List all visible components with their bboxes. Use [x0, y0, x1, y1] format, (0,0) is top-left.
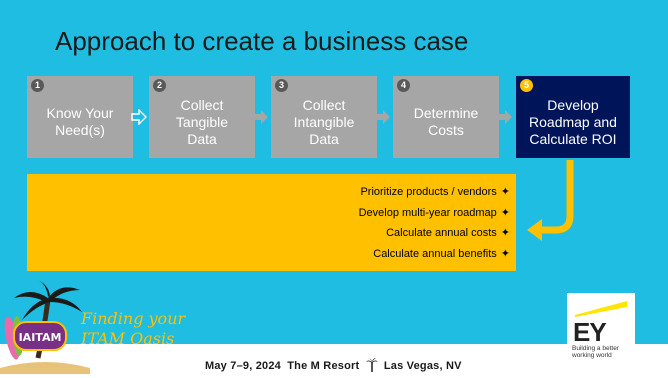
conference-tagline: Finding your ITAM Oasis [81, 309, 186, 348]
sparkle-icon: ✦ [500, 227, 510, 239]
ey-beam-icon [575, 301, 627, 317]
bullet-item: Develop multi-year roadmap✦ [359, 203, 510, 224]
step-label: Collect Intangible Data [293, 96, 355, 147]
bullet-text: Calculate annual benefits [373, 247, 497, 260]
slide-title: Approach to create a business case [55, 26, 469, 56]
ey-tagline: Building a better working world [572, 345, 619, 359]
step-5: 5 Develop Roadmap and Calculate ROI [516, 76, 630, 158]
step-number-badge: 3 [275, 79, 288, 92]
footer-info: May 7–9, 2024 The M Resort Las Vegas, NV [205, 358, 465, 372]
details-panel: Prioritize products / vendors✦ Develop m… [27, 174, 516, 271]
step-4: 4 Determine Costs [393, 76, 499, 158]
bullet-text: Calculate annual costs [386, 227, 497, 239]
sparkle-icon: ✦ [500, 186, 510, 198]
step-1: 1 Know Your Need(s) [27, 76, 133, 158]
arrow-right-icon [498, 110, 512, 124]
iaitam-logo: IAITAM [0, 280, 90, 374]
step-label: Develop Roadmap and Calculate ROI [529, 96, 617, 147]
step-3: 3 Collect Intangible Data [271, 76, 377, 158]
footer-location: Las Vegas, NV [383, 360, 462, 372]
step-number-badge: 1 [31, 79, 44, 92]
bullet-list: Prioritize products / vendors✦ Develop m… [359, 182, 510, 264]
bent-arrow-icon [527, 160, 574, 241]
arrow-right-icon [254, 110, 268, 124]
bullet-text: Develop multi-year roadmap [358, 206, 497, 219]
ey-letters: EY [573, 317, 607, 347]
step-number-badge: 5 [520, 79, 533, 92]
footer-dates: May 7–9, 2024 [205, 360, 281, 372]
bullet-text: Prioritize products / vendors [360, 186, 497, 198]
footer-strip [0, 344, 668, 378]
bullet-item: Calculate annual costs✦ [359, 223, 510, 244]
bullet-item: Calculate annual benefits✦ [359, 244, 510, 265]
step-number-badge: 4 [397, 79, 410, 92]
sparkle-icon: ✦ [500, 206, 510, 219]
step-label: Collect Tangible Data [175, 96, 229, 147]
arrow-right-outline-icon [131, 109, 147, 125]
step-2: 2 Collect Tangible Data [149, 76, 255, 158]
step-number-badge: 2 [153, 79, 166, 92]
step-label: Know Your Need(s) [46, 105, 114, 138]
bullet-item: Prioritize products / vendors✦ [359, 182, 510, 203]
footer-venue: The M Resort [287, 360, 360, 372]
palm-tree-icon [365, 358, 378, 372]
sparkle-icon: ✦ [500, 247, 510, 260]
iaitam-logo-text: IAITAM [19, 331, 62, 344]
step-label: Determine Costs [413, 105, 479, 138]
arrow-right-icon [376, 110, 390, 124]
ey-logo: EY Building a better working world [567, 293, 635, 360]
